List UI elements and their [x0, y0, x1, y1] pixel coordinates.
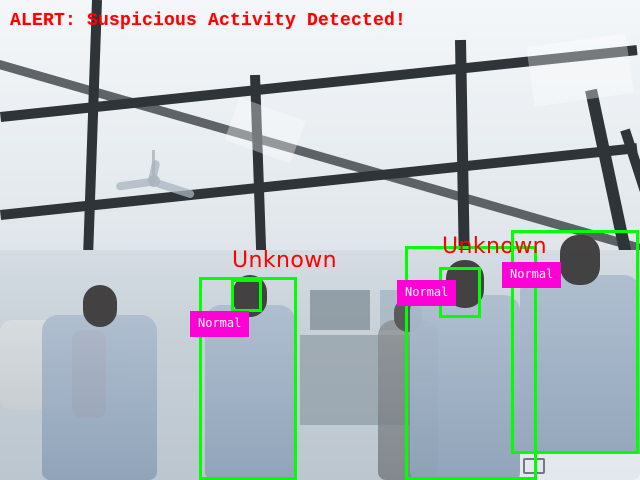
person-left: [42, 285, 157, 480]
alert-banner: ALERT: Suspicious Activity Detected!: [10, 11, 407, 31]
identity-label: Unknown: [442, 234, 547, 259]
face-detection-box-icon: [231, 279, 262, 312]
person-right: [520, 235, 640, 480]
person-bounding-box: [405, 246, 537, 480]
window-pane: [310, 290, 370, 330]
person-bounding-box: [199, 277, 297, 480]
status-tag: Normal: [190, 311, 250, 337]
status-tag: Normal: [502, 262, 562, 288]
person-bounding-box: [511, 230, 639, 454]
status-tag: Normal: [397, 280, 457, 306]
ceiling-fan-icon: [108, 150, 198, 205]
identity-label: Unknown: [232, 248, 337, 273]
person-head: [82, 285, 117, 327]
person-head: [560, 235, 600, 285]
